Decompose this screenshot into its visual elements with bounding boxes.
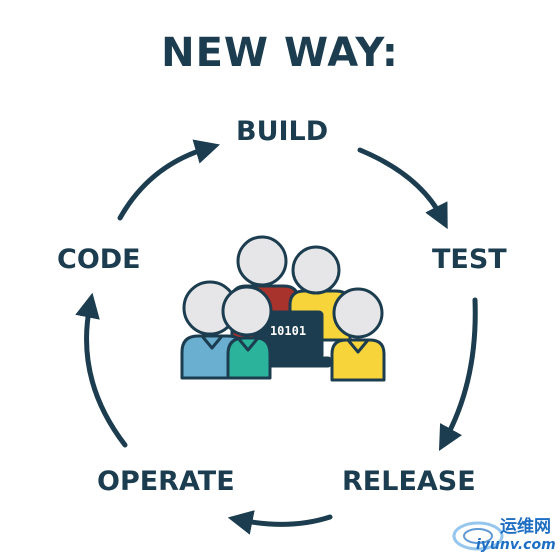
step-release: RELEASE [342,466,476,497]
arrow-operate-to-code [75,292,128,448]
arrow-code-to-build [117,139,220,221]
laptop-binary: 10101 [270,324,306,338]
arrow-build-to-test [357,147,448,230]
person-teal [221,285,273,380]
arrow-release-to-operate [227,510,333,535]
diagram-title: NEW WAY: [161,30,399,76]
person-yellow [330,287,386,382]
step-code: CODE [57,244,141,275]
step-build: BUILD [236,116,329,147]
watermark-site-name: 运维网 [500,517,551,537]
watermark-logo-icon [452,521,504,551]
step-operate: OPERATE [97,466,235,497]
step-test: TEST [432,244,507,275]
watermark-url: iyunv.com [476,537,556,553]
arrow-test-to-release [438,297,478,451]
